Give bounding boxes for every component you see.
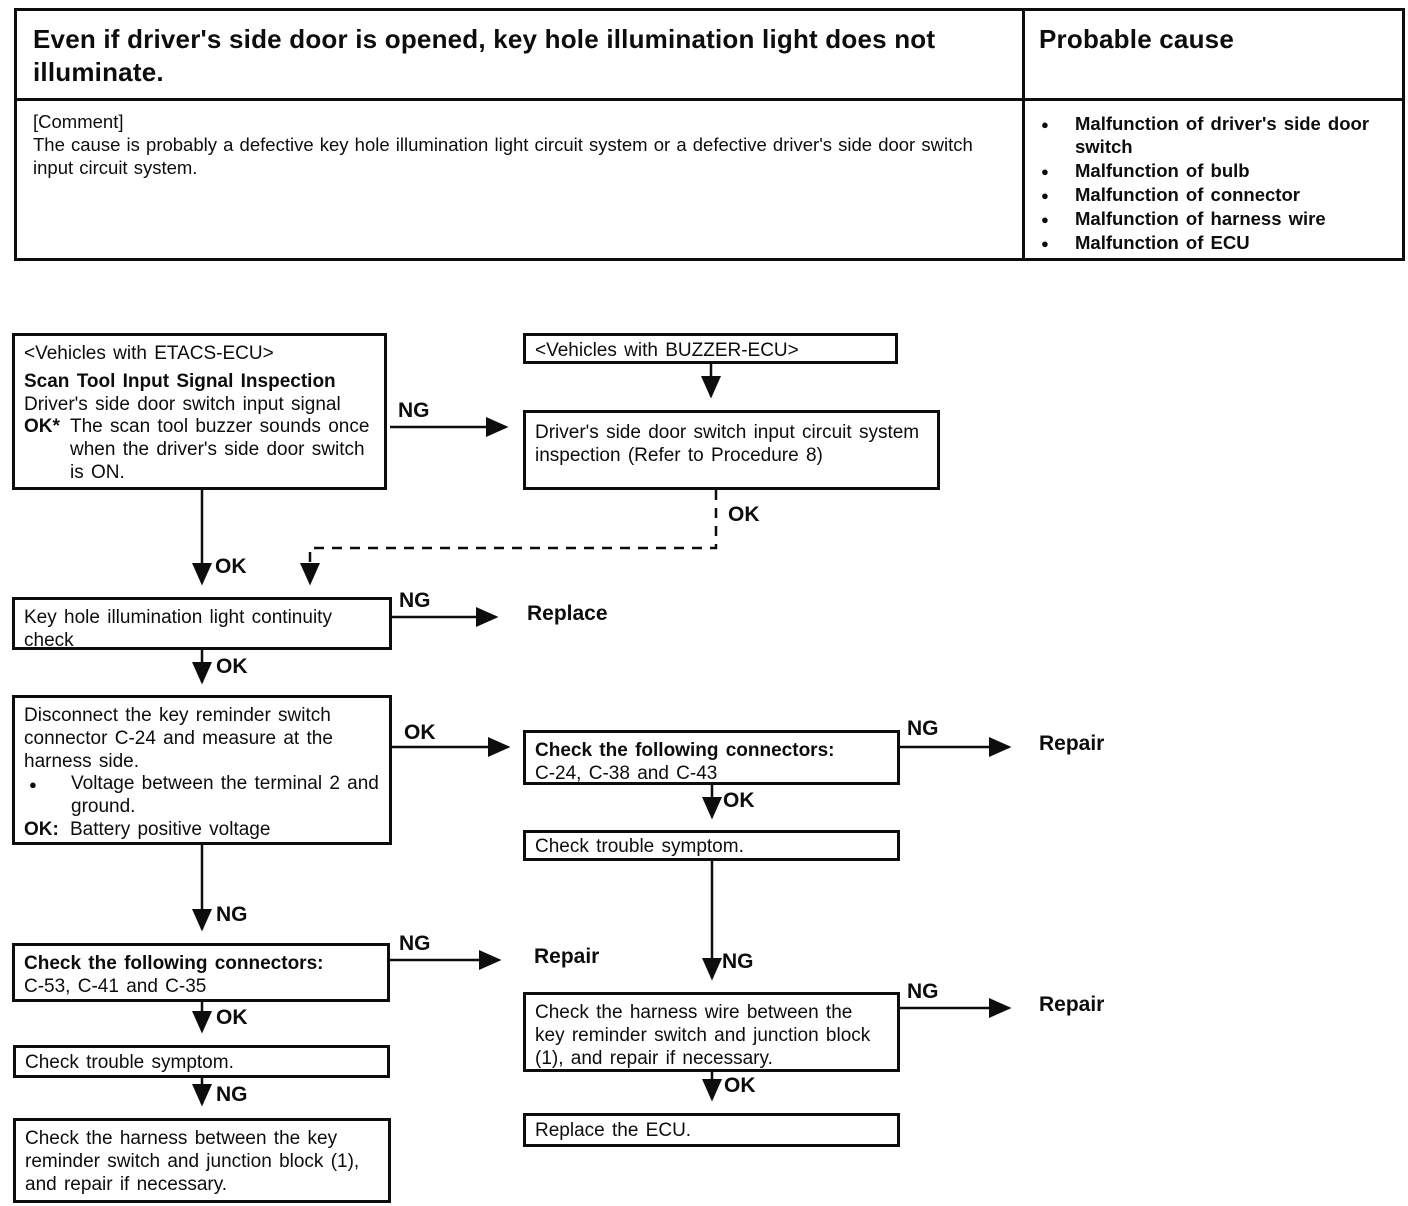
edge-label-ng: NG [399,589,431,612]
bullet-icon: ● [1041,211,1049,227]
edge-label-ng: NG [907,980,939,1003]
node-heading: Scan Tool Input Signal Inspection [24,370,336,392]
comment-tag: [Comment] [33,111,124,132]
comment-block: [Comment] The cause is probably a defect… [17,101,1022,258]
endpoint-repair: Repair [534,945,600,968]
probable-cause-list: ●Malfunction of driver's side door switc… [1025,101,1402,258]
node-check-trouble-symptom-right: Check trouble symptom. [523,830,900,861]
header-table: Even if driver's side door is opened, ke… [14,8,1405,261]
endpoint-replace: Replace [527,602,608,625]
comment-text: The cause is probably a defective key ho… [33,133,973,178]
edge-label-ok: OK [215,555,247,578]
ok-condition-label: OK* [24,416,60,438]
problem-title: Even if driver's side door is opened, ke… [33,24,936,87]
edge-buzzer-ok-dashed [300,490,718,586]
probable-cause-title: Probable cause [1039,24,1234,54]
cause-item: ●Malfunction of bulb [1037,160,1398,183]
node-keyhole-continuity-check: Key hole illumination light continuity c… [12,597,392,651]
node-check-trouble-symptom-left: Check trouble symptom. [13,1045,390,1078]
edge-label-ok: OK [216,1006,248,1029]
cause-item: ●Malfunction of driver's side door switc… [1037,113,1398,159]
edge-label-ok: OK [724,1074,756,1097]
ok-condition-text: The scan tool buzzer sounds once when th… [70,416,370,483]
table-horizontal-divider [17,98,1402,101]
node-etacs-scan-tool: <Vehicles with ETACS-ECU> Scan Tool Inpu… [12,333,387,490]
node-check-connectors-right: Check the following connectors: C-24, C-… [523,730,900,785]
cause-item: ●Malfunction of ECU [1037,232,1398,255]
cause-item: ●Malfunction of connector [1037,184,1398,207]
bullet-icon: ● [1041,235,1049,251]
node-line: Driver's side door switch input signal [24,393,341,415]
node-buzzer-inspection: Driver's side door switch input circuit … [523,410,940,490]
edge-label-ok: OK [404,721,436,744]
edge-label-ng: NG [216,1083,248,1106]
node-check-harness-left: Check the harness between the key remind… [13,1118,391,1203]
edge-label-ok: OK [728,503,760,526]
edge-label-ok: OK [216,655,248,678]
endpoint-repair: Repair [1039,993,1105,1016]
edge-label-ng: NG [398,399,430,422]
ok-condition-label: OK: [24,818,59,840]
node-replace-ecu: Replace the ECU. [523,1113,900,1147]
edge-label-ng: NG [216,903,248,926]
endpoint-repair: Repair [1039,732,1105,755]
edge-label-ng: NG [907,717,939,740]
vehicle-tag: <Vehicles with ETACS-ECU> [24,343,274,364]
ok-condition-text: Battery positive voltage [70,818,271,840]
node-check-connectors-left: Check the following connectors: C-53, C-… [12,943,390,1002]
table-vertical-divider [1022,11,1025,258]
node-buzzer-tag: <Vehicles with BUZZER-ECU> [523,333,898,364]
edge-label-ok: OK [723,789,755,812]
vehicle-tag: <Vehicles with BUZZER-ECU> [535,340,799,361]
bullet-icon: ● [1041,163,1049,179]
node-disconnect-measure: Disconnect the key reminder switch conne… [12,695,392,845]
edge-label-ng: NG [722,950,754,973]
bullet-icon: ● [29,777,37,793]
cause-item: ●Malfunction of harness wire [1037,208,1398,231]
bullet-icon: ● [1041,187,1049,203]
bullet-icon: ● [1041,117,1049,132]
edge-label-ng: NG [399,932,431,955]
node-check-harness-right: Check the harness wire between the key r… [523,992,900,1072]
